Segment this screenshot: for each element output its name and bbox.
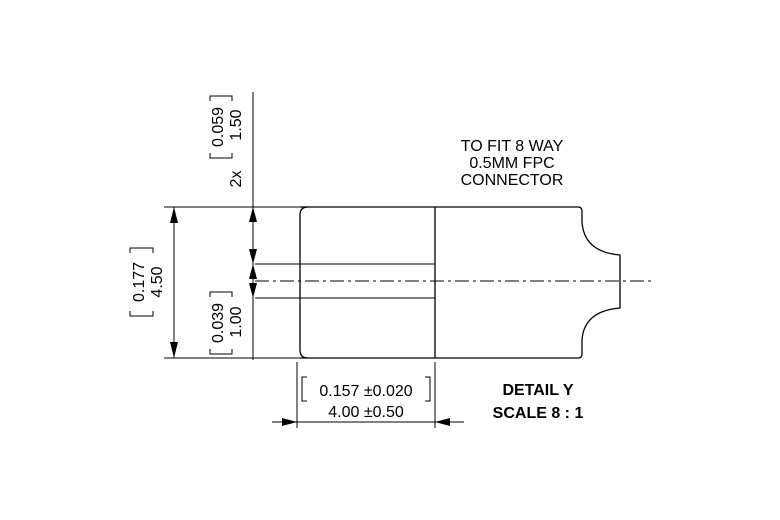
dim-lead-width: 0.039 1.00 bbox=[209, 264, 257, 360]
dim-length-mm: 4.00 ±0.50 bbox=[328, 404, 404, 421]
connector-note: TO FIT 8 WAY 0.5MM FPC CONNECTOR bbox=[461, 138, 564, 189]
dim-pitch-mm: 1.50 bbox=[228, 109, 245, 140]
dim-pitch-inch: 0.059 bbox=[210, 107, 227, 147]
dim-pitch: 0.059 1.50 2x bbox=[209, 95, 257, 264]
dim-total-width-inch: 0.177 bbox=[131, 262, 148, 302]
fpc-outline bbox=[299, 206, 621, 359]
extension-lines bbox=[164, 92, 436, 428]
note-line-1: TO FIT 8 WAY bbox=[461, 138, 564, 155]
note-line-2: 0.5MM FPC bbox=[469, 155, 554, 172]
detail-title: DETAIL Y bbox=[502, 382, 573, 399]
note-line-3: CONNECTOR bbox=[461, 172, 564, 189]
dim-length: 0.157 ±0.020 4.00 ±0.50 bbox=[272, 376, 464, 426]
dim-total-width: 0.177 4.50 bbox=[129, 207, 178, 358]
dim-length-inch: 0.157 ±0.020 bbox=[319, 383, 412, 400]
dim-lead-width-inch: 0.039 bbox=[210, 303, 227, 343]
detail-scale: SCALE 8 : 1 bbox=[493, 405, 584, 422]
detail-label: DETAIL Y SCALE 8 : 1 bbox=[493, 382, 584, 422]
dim-pitch-qty: 2x bbox=[228, 171, 245, 188]
dim-total-width-mm: 4.50 bbox=[149, 266, 166, 297]
contact-lines bbox=[255, 263, 435, 299]
dim-lead-width-mm: 1.00 bbox=[228, 306, 245, 337]
